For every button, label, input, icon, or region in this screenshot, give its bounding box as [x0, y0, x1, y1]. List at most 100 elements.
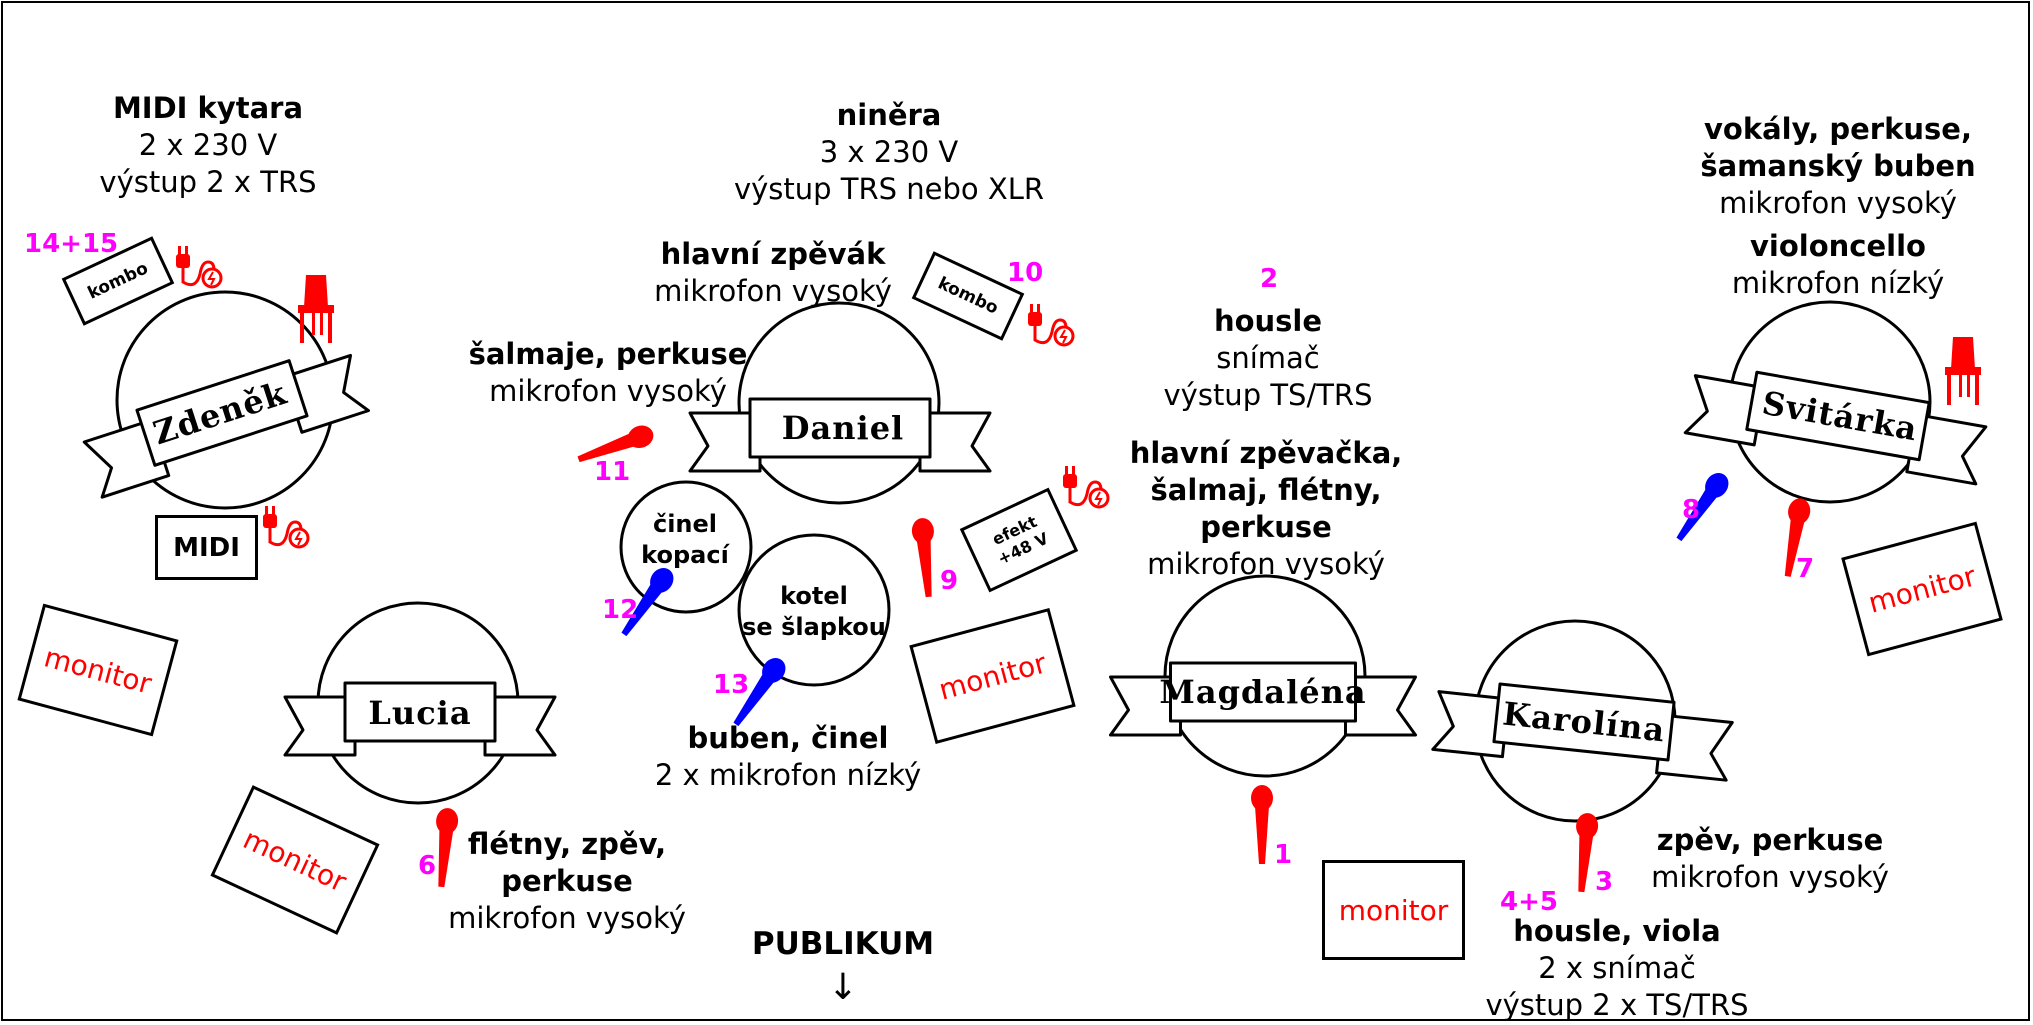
midi-box: MIDI — [155, 515, 258, 580]
channel-1: 1 — [1274, 840, 1293, 870]
label-daniel-instrument: niněra 3 x 230 V výstup TRS nebo XLR — [734, 97, 1044, 208]
banner-lucia — [283, 681, 557, 757]
label-lucia-role-1: flétny, zpěv, — [467, 827, 667, 861]
label-karolina-strings: housle, viola 2 x snímač výstup 2 x TS/T… — [1485, 913, 1748, 1024]
drum-kotel-line-2: se šlapkou — [742, 613, 886, 641]
monitor-svitarka-label: monitor — [1864, 558, 1980, 620]
label-magdalena-housle-pickup: snímač — [1216, 341, 1320, 375]
label-karolina-strings-instrument: housle, viola — [1513, 914, 1721, 948]
label-magdalena-housle-instrument: housle — [1213, 304, 1323, 338]
channel-13: 13 — [713, 670, 750, 700]
audience-arrow-icon: ↓ — [827, 967, 859, 1008]
label-svitarka-cello: violoncello — [1750, 229, 1926, 263]
channel-8: 8 — [1682, 495, 1701, 525]
audience-label: PUBLIKUM — [751, 926, 935, 962]
channel-7: 7 — [1796, 554, 1815, 584]
label-magdalena-housle: housle snímač výstup TS/TRS — [1164, 303, 1373, 414]
monitor-magdalena-label: monitor — [1338, 893, 1449, 927]
chair-icon-zdenek — [298, 275, 334, 343]
channel-3: 3 — [1595, 867, 1614, 897]
monitor-left-label: monitor — [40, 639, 156, 701]
power-plug-icon-daniel-kombo — [1028, 304, 1075, 347]
label-buben-mic: 2 x mikrofon nízký — [654, 758, 922, 792]
channel-9: 9 — [940, 566, 959, 596]
effect-box-label: efekt +48 V — [986, 511, 1052, 570]
drum-kotel: kotel se šlapkou — [742, 581, 886, 643]
label-svitarka: vokály, perkuse, šamanský buben mikrofon… — [1700, 111, 1975, 302]
musician-name-daniel: Daniel — [781, 409, 905, 447]
banner-magdalena — [1109, 661, 1417, 737]
label-buben: buben, činel 2 x mikrofon nízký — [655, 720, 921, 794]
musician-name-magdalena: Magdaléna — [1159, 673, 1367, 711]
label-svitarka-mic-2: mikrofon nízký — [1731, 266, 1945, 300]
circle-drum-kotel — [737, 533, 891, 687]
label-salmaje-mic: mikrofon vysoký — [489, 374, 727, 408]
microphone-icon-8 — [1676, 472, 1729, 542]
microphone-icon-9 — [911, 518, 934, 598]
channel-11: 11 — [594, 457, 631, 487]
label-daniel-niner: niněra — [836, 98, 942, 132]
power-plug-icon-zdenek-midi — [263, 506, 310, 549]
banner-daniel — [688, 397, 992, 473]
label-karolina-role: zpěv, perkuse — [1656, 823, 1884, 857]
drum-cinel-kopaci: činel kopací — [641, 509, 729, 571]
label-lucia-role-2: perkuse — [501, 864, 633, 898]
label-salmaje: šalmaje, perkuse mikrofon vysoký — [469, 336, 748, 410]
banner-svitarka — [1683, 370, 1988, 486]
label-svitarka-mic-1: mikrofon vysoký — [1719, 186, 1957, 220]
channel-12: 12 — [602, 595, 639, 625]
label-magdalena-mic: mikrofon vysoký — [1147, 547, 1385, 581]
label-salmaje-role: šalmaje, perkuse — [468, 337, 748, 371]
channel-6: 6 — [418, 851, 437, 881]
channel-4-5: 4+5 — [1500, 887, 1558, 917]
label-zdenek-power: 2 x 230 V — [138, 128, 278, 162]
label-karolina-mic: mikrofon vysoký — [1651, 860, 1889, 894]
label-karolina-strings-output: výstup 2 x TS/TRS — [1485, 988, 1749, 1022]
microphone-icon-1 — [1251, 785, 1273, 864]
midi-box-label: MIDI — [173, 532, 240, 563]
label-magdalena-role-2: šalmaj, flétny, — [1150, 473, 1382, 507]
microphone-icon-7 — [1784, 498, 1811, 577]
microphone-icon-3 — [1576, 813, 1599, 893]
label-zdenek-instrument: MIDI kytara — [112, 91, 304, 125]
label-svitarka-role-2: šamanský buben — [1700, 149, 1976, 183]
channel-14-15: 14+15 — [24, 229, 119, 259]
banner-karolina — [1431, 682, 1734, 782]
chair-icon-svitarka — [1945, 337, 1981, 405]
label-lucia-mic: mikrofon vysoký — [448, 901, 686, 935]
monitor-lucia-label: monitor — [238, 821, 352, 899]
label-daniel-power: 3 x 230 V — [819, 135, 959, 169]
label-svitarka-role-1: vokály, perkuse, — [1703, 112, 1972, 146]
microphone-icon-11 — [577, 425, 654, 463]
microphone-icon-12 — [621, 567, 674, 637]
microphone-icon-6 — [436, 808, 459, 888]
label-zdenek: MIDI kytara 2 x 230 V výstup 2 x TRS — [99, 90, 316, 201]
label-magdalena-role-1: hlavní zpěvačka, — [1129, 436, 1403, 470]
microphone-icon-13 — [733, 657, 786, 727]
label-daniel-output: výstup TRS nebo XLR — [733, 172, 1045, 206]
drum-cinel-line-1: činel — [652, 510, 718, 538]
label-magdalena-vocal: hlavní zpěvačka, šalmaj, flétny, perkuse… — [1130, 435, 1403, 583]
kombo-amp-daniel-label: kombo — [934, 273, 1002, 319]
label-magdalena-housle-output: výstup TS/TRS — [1163, 378, 1373, 412]
label-karolina-vocal: zpěv, perkuse mikrofon vysoký — [1651, 822, 1889, 896]
channel-2: 2 — [1260, 264, 1279, 294]
drum-kotel-line-1: kotel — [780, 582, 848, 610]
label-daniel-vocal-mic: mikrofon vysoký — [654, 274, 892, 308]
label-zdenek-output: výstup 2 x TRS — [99, 165, 317, 199]
label-buben-instrument: buben, činel — [687, 721, 889, 755]
channel-10: 10 — [1007, 258, 1044, 288]
banner-zdenek — [82, 353, 370, 499]
label-karolina-strings-pickup: 2 x snímač — [1538, 951, 1696, 985]
kombo-amp-zdenek-label: kombo — [84, 258, 152, 304]
label-daniel-vocal-role: hlavní zpěvák — [660, 237, 886, 271]
musician-name-lucia: Lucia — [368, 694, 472, 732]
power-plug-icon-zdenek-top — [176, 246, 223, 289]
drum-cinel-line-2: kopací — [641, 541, 729, 569]
label-magdalena-role-3: perkuse — [1200, 510, 1332, 544]
monitor-center-label: monitor — [935, 645, 1050, 707]
label-lucia: flétny, zpěv, perkuse mikrofon vysoký — [448, 826, 686, 937]
